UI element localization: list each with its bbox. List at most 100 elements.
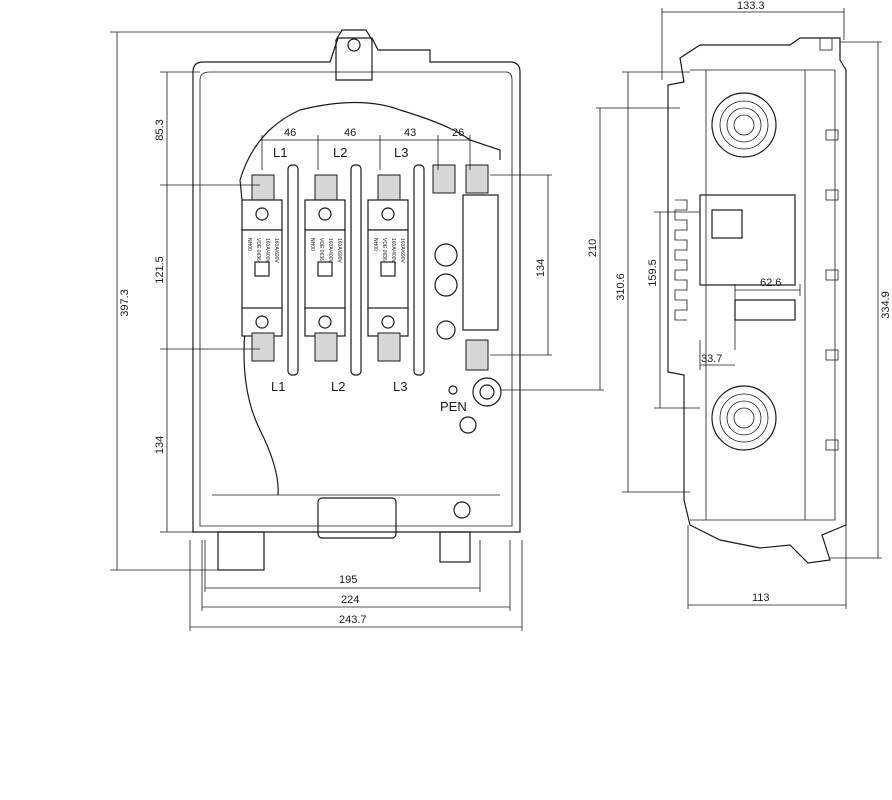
dim-left-2: 121.5 [154, 256, 166, 284]
fuse-link [367, 229, 409, 311]
dim-side-bottom: 113 [752, 592, 770, 604]
phase-barrier [287, 164, 299, 376]
dim-side-right: 334.9 [880, 291, 892, 319]
dim-side-inner-2: 33.7 [701, 353, 722, 365]
dim-inner-1: 134 [535, 259, 547, 277]
hinge-hole [347, 38, 361, 52]
phase-barrier [350, 164, 362, 376]
dim-pitch-1: 46 [284, 127, 296, 139]
fuse-text: 160A/400V [390, 238, 396, 263]
pen-label: PEN [440, 399, 467, 414]
side-inner-outline [690, 69, 836, 521]
dim-left-3: 134 [154, 436, 166, 454]
lid-screw [453, 501, 471, 519]
pen-terminal-3 [465, 339, 489, 371]
pen-bolt-1 [434, 243, 458, 267]
fuse-text: NH00 [309, 238, 315, 251]
bottom-knockout [711, 385, 777, 451]
pen-stud-inner [479, 384, 495, 400]
pen-terminal-2 [465, 164, 489, 194]
fuse-text: 160A/400V [327, 238, 333, 263]
stud-4 [825, 349, 839, 361]
top-screw [255, 207, 269, 221]
phase-barrier [413, 164, 425, 376]
dim-bottom-3: 243.7 [339, 614, 367, 626]
cable-entry [317, 497, 397, 539]
bottom-terminal [314, 332, 338, 362]
bottom-screw [255, 315, 269, 329]
label-l1-top: L1 [273, 145, 287, 160]
side-ribs [674, 199, 688, 321]
side-view: 133.3 113 310.6 159.5 334.9 62.6 33.7 [615, 0, 892, 609]
fuse-text: 160A/690V [273, 238, 279, 263]
top-screw [381, 207, 395, 221]
top-contact [304, 199, 346, 231]
label-l2-top: L2 [333, 145, 347, 160]
dim-side-top: 133.3 [737, 0, 765, 12]
label-l2-bottom: L2 [331, 379, 345, 394]
pen-bolt-3 [436, 320, 456, 340]
cutaway-edge-lower [239, 179, 279, 496]
dim-inner-2: 210 [587, 239, 599, 257]
bottom-screw [318, 315, 332, 329]
label-l3-bottom: L3 [393, 379, 407, 394]
pen-stud [472, 377, 502, 407]
mounting-rail [699, 194, 796, 286]
top-hinge [335, 29, 373, 81]
enclosure-inner-outline [199, 71, 513, 527]
dim-bottom-1: 195 [339, 574, 357, 586]
top-screw [318, 207, 332, 221]
fuse-text: 160A/690V [336, 238, 342, 263]
enclosure-outline [192, 37, 521, 533]
bottom-screw [381, 315, 395, 329]
fuse-indicator [254, 261, 270, 277]
bottom-hinge-left [217, 531, 265, 571]
bottom-contact [367, 307, 409, 337]
fuse-text: NH00 [246, 238, 252, 251]
fuse-text: 160A/690V [399, 238, 405, 263]
contact-block [734, 299, 796, 321]
pen-busbar [462, 194, 499, 331]
dim-side-inner-1: 62.6 [760, 277, 781, 289]
bottom-contact [241, 307, 283, 337]
label-l3-top: L3 [394, 145, 408, 160]
side-outline [667, 37, 847, 564]
stud-5 [825, 439, 839, 451]
dim-pitch-2: 46 [344, 127, 356, 139]
top-terminal [251, 174, 275, 204]
fuse-text: NH00 [372, 238, 378, 251]
cutaway-edge [239, 101, 501, 181]
earth-bolt [459, 416, 477, 434]
pen-bolt-2 [434, 273, 458, 297]
pen-indicator [448, 385, 458, 395]
bottom-contact [304, 307, 346, 337]
dim-overall-height: 397.3 [119, 289, 131, 317]
pen-terminal-1 [432, 164, 456, 194]
top-terminal [314, 174, 338, 204]
dim-left-1: 85.3 [154, 119, 166, 140]
dim-pitch-3: 43 [404, 127, 416, 139]
top-latch [819, 37, 833, 51]
label-l1-bottom: L1 [271, 379, 285, 394]
fuse-text: VDE 0636 [381, 238, 387, 261]
stud-2 [825, 189, 839, 201]
top-contact [367, 199, 409, 231]
stud-1 [825, 129, 839, 141]
fuse-text: VDE 0636 [255, 238, 261, 261]
dim-side-left-2: 159.5 [647, 259, 659, 287]
bottom-hinge-right [439, 531, 471, 563]
fuse-indicator [380, 261, 396, 277]
bottom-terminal [377, 332, 401, 362]
dim-pitch-4: 26 [452, 127, 464, 139]
stud-3 [825, 269, 839, 281]
dim-bottom-2: 224 [341, 594, 359, 606]
top-contact [241, 199, 283, 231]
fuse-link [241, 229, 283, 311]
bottom-terminal [251, 332, 275, 362]
fuse-clip-side [711, 209, 743, 239]
